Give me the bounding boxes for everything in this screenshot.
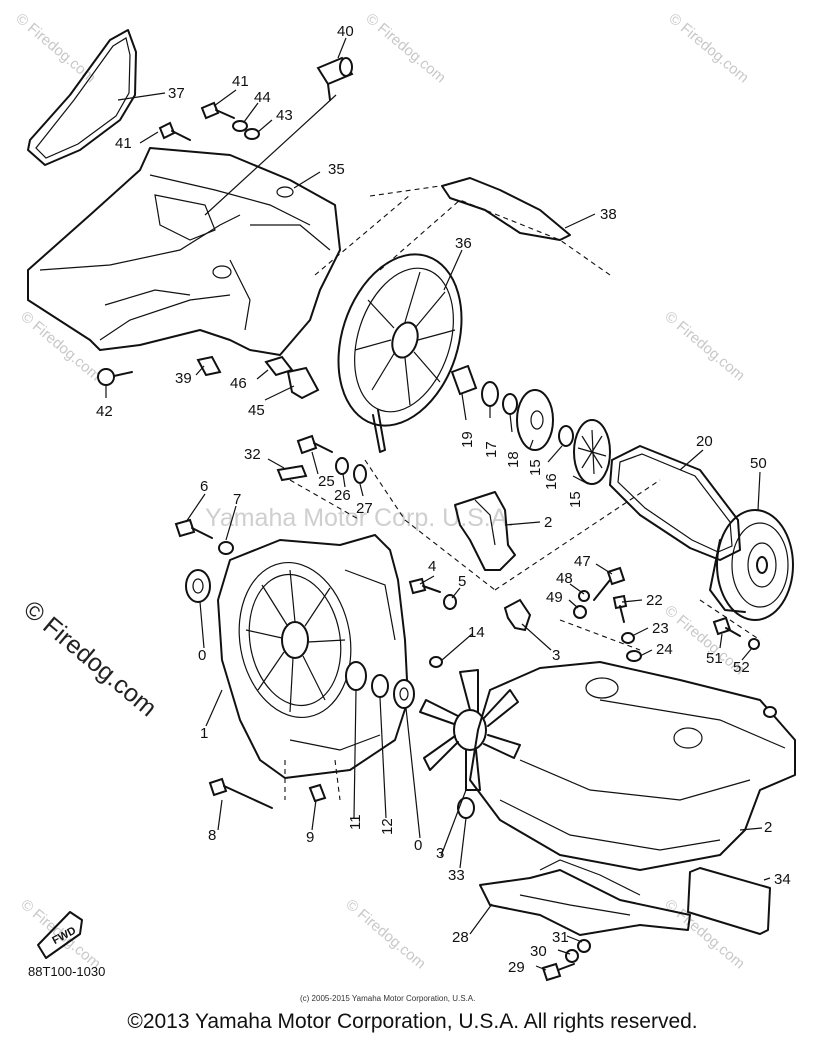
callout-2: 2 [764, 819, 772, 836]
part-34-plate [687, 867, 771, 935]
callout-27: 27 [356, 500, 373, 517]
part-35-air-shroud [27, 147, 341, 356]
callout-29: 29 [508, 959, 525, 976]
callout-6: 6 [200, 478, 208, 495]
callout-23: 23 [652, 620, 669, 637]
callout-49: 49 [546, 589, 563, 606]
callout-40: 40 [337, 23, 354, 40]
callout-42: 42 [96, 403, 113, 420]
callout-41: 41 [115, 135, 132, 152]
watermark-center: Yamaha Motor Corp. U.S.A. [205, 504, 514, 532]
callout-34: 34 [774, 871, 791, 888]
diagram-code: 88T100-1030 [28, 964, 105, 979]
callout-44: 44 [254, 89, 271, 106]
bolts-41-44-43 [158, 101, 260, 141]
copyright-footer: ©2013 Yamaha Motor Corporation, U.S.A. A… [127, 1010, 698, 1033]
callout-3: 3 [436, 845, 444, 862]
bolt-6-washer-7 [174, 518, 234, 555]
callout-12: 12 [379, 818, 396, 835]
small-copyright: (c) 2005-2015 Yamaha Motor Corporation, … [300, 994, 475, 1003]
watermark: © Firedog.com [661, 896, 747, 972]
callout-4: 4 [428, 558, 436, 575]
callout-39: 39 [175, 370, 192, 387]
callout-0: 0 [414, 837, 422, 854]
callout-26: 26 [334, 487, 351, 504]
callout-51: 51 [706, 650, 723, 667]
callout-45: 45 [248, 402, 265, 419]
part-20-belt [609, 445, 741, 561]
callout-38: 38 [600, 206, 617, 223]
callout-2: 2 [544, 514, 552, 531]
callout-35: 35 [328, 161, 345, 178]
watermark: © Firedog.com [362, 10, 448, 86]
watermark-left: © Firedog.com [18, 595, 162, 722]
callout-5: 5 [458, 573, 466, 590]
callout-19: 19 [459, 431, 476, 448]
callout-14: 14 [468, 624, 485, 641]
part-37-seal [27, 29, 137, 166]
bearings-11-12 [345, 661, 415, 709]
callout-15: 15 [527, 459, 544, 476]
callout-47: 47 [574, 553, 591, 570]
part-28-bracket [479, 859, 691, 982]
watermark: © Firedog.com [665, 10, 751, 86]
callout-7: 7 [233, 491, 241, 508]
callout-16: 16 [543, 473, 560, 490]
callout-28: 28 [452, 929, 469, 946]
part-1-fan-housing [185, 534, 409, 779]
callout-37: 37 [168, 85, 185, 102]
callout-22: 22 [646, 592, 663, 609]
part-40 [204, 56, 354, 216]
part-3-fan-blade [419, 669, 521, 791]
callout-31: 31 [552, 929, 569, 946]
callout-1: 1 [200, 725, 208, 742]
part-38 [441, 177, 571, 241]
callout-46: 46 [230, 375, 247, 392]
part-36-fan-cover [337, 253, 463, 453]
part-2-lower-housing [457, 661, 796, 871]
bolt-8-pin-9 [208, 777, 327, 809]
callout-48: 48 [556, 570, 573, 587]
callout-52: 52 [733, 659, 750, 676]
watermark: © Firedog.com [17, 308, 103, 384]
hub-washers [450, 364, 611, 485]
callout-36: 36 [455, 235, 472, 252]
callout-9: 9 [306, 829, 314, 846]
watermark: © Firedog.com [342, 896, 428, 972]
callout-20: 20 [696, 433, 713, 450]
callout-32: 32 [244, 446, 261, 463]
callout-41: 41 [232, 73, 249, 90]
part-50-pulley [709, 509, 794, 621]
callout-17: 17 [483, 441, 500, 458]
callout-25: 25 [318, 473, 335, 490]
callout-labels: 40 37 41 44 43 41 35 38 36 39 46 42 45 1… [28, 23, 791, 1003]
callout-33: 33 [448, 867, 465, 884]
watermark: © Firedog.com [661, 308, 747, 384]
small-hardware [97, 355, 367, 484]
callout-18: 18 [505, 451, 522, 468]
callout-24: 24 [656, 641, 673, 658]
part-2-upper-cover [454, 491, 516, 571]
callout-30: 30 [530, 943, 547, 960]
callout-43: 43 [276, 107, 293, 124]
callout-8: 8 [208, 827, 216, 844]
bolt-4-5-bracket-3 [408, 577, 532, 668]
leader-lines [105, 37, 771, 971]
callout-50: 50 [750, 455, 767, 472]
callout-3: 3 [552, 647, 560, 664]
callout-11: 11 [347, 814, 364, 830]
small-bolts-right [573, 566, 760, 662]
watermark: © Firedog.com [12, 10, 98, 86]
callout-15: 15 [567, 491, 584, 508]
callout-0: 0 [198, 647, 206, 664]
